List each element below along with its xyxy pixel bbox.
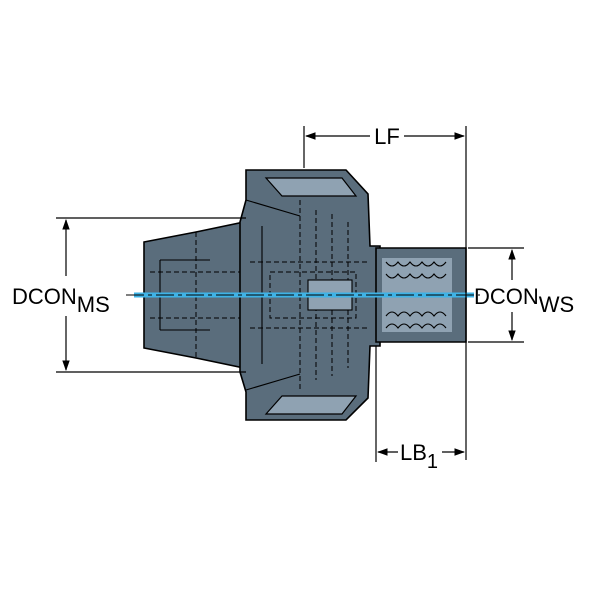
flange-slot-bottom: [264, 395, 358, 415]
lf-label: LF: [374, 124, 400, 149]
dcon-ms-label: DCONMS: [12, 284, 110, 317]
dimension-dcon-ws: DCONWS: [468, 247, 574, 343]
dimension-lb1: LB1: [375, 346, 466, 473]
dimension-dcon-ms: DCONMS: [12, 217, 246, 373]
lb-label: LB1: [400, 440, 438, 473]
dimension-lf: LF: [303, 124, 467, 460]
flange-slot-top: [264, 177, 358, 197]
dcon-ws-label: DCONWS: [474, 284, 574, 317]
